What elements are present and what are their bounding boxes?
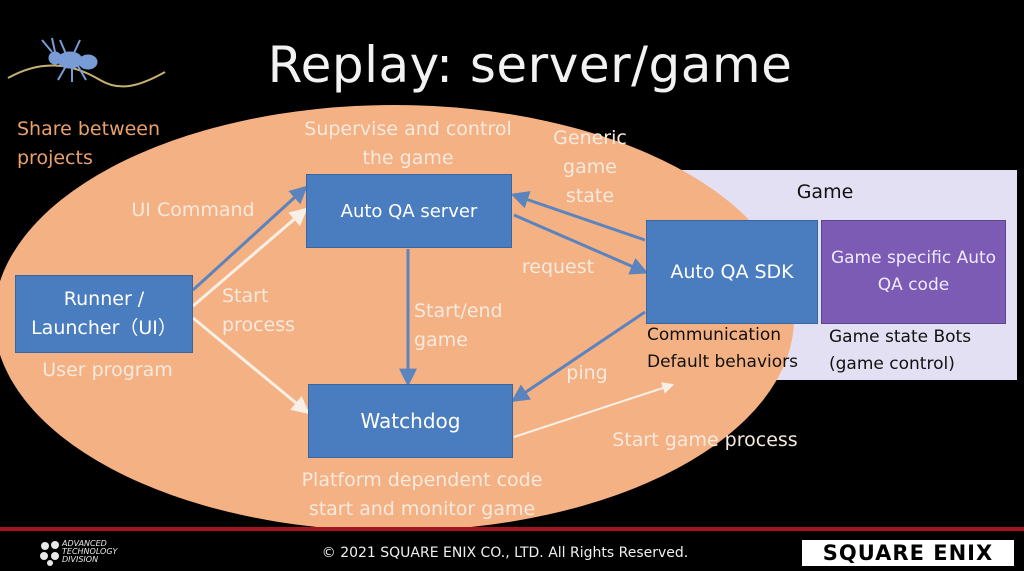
advanced-technology-logo: [36, 537, 146, 567]
shared-area-ellipse: [0, 105, 794, 531]
start-process-label: Start process: [222, 285, 296, 336]
arrow-ping: [511, 310, 646, 403]
arrow-start-game: [513, 382, 675, 438]
game-panel-title: Game: [796, 181, 854, 203]
platform-label: Platform dependent code start and monito…: [301, 469, 543, 520]
start-game-process-label: Start game process: [612, 429, 798, 451]
runner-launcher-box: Runner / Launcher（UI）: [15, 275, 193, 353]
watchdog-box: Watchdog: [308, 384, 513, 458]
game-caption: Game state Bots (game control): [829, 327, 972, 374]
auto-qa-server-box: Auto QA server: [306, 174, 512, 248]
arrow-start-process-server: [192, 207, 308, 308]
mascot-line: [7, 64, 166, 88]
arrow-request: [513, 213, 649, 275]
ui-command-label: UI Command: [131, 199, 255, 221]
generic-state-label: Generic game state: [553, 127, 627, 207]
sdk-caption: Communication Default behaviors: [647, 325, 798, 372]
copyright-text: © 2021 SQUARE ENIX CO., LTD. All Rights …: [321, 545, 689, 561]
share-between-projects-label: Share between projects: [17, 118, 161, 169]
arrow-ui-command: [191, 185, 308, 292]
user-program-label: User program: [42, 359, 173, 381]
advanced-technology-text: ADVANCED TECHNOLOGY DIVISION: [62, 539, 118, 564]
ping-label: ping: [566, 362, 608, 384]
supervise-label: Supervise and control the game: [304, 118, 512, 169]
arrow-start-process-watchdog: [192, 316, 310, 415]
start-end-label: Start/end game: [414, 300, 503, 351]
page-title: Replay: server/game: [267, 36, 793, 94]
game-specific-box: Game specific Auto QA code: [821, 220, 1006, 324]
square-enix-logo: SQUARE ENIX: [802, 540, 1014, 566]
ant-icon: [41, 37, 98, 82]
auto-qa-sdk-box: Auto QA SDK: [646, 220, 818, 324]
arrow-generic-state: [510, 191, 646, 242]
footer-rule: [0, 527, 1024, 531]
request-label: request: [521, 256, 595, 278]
